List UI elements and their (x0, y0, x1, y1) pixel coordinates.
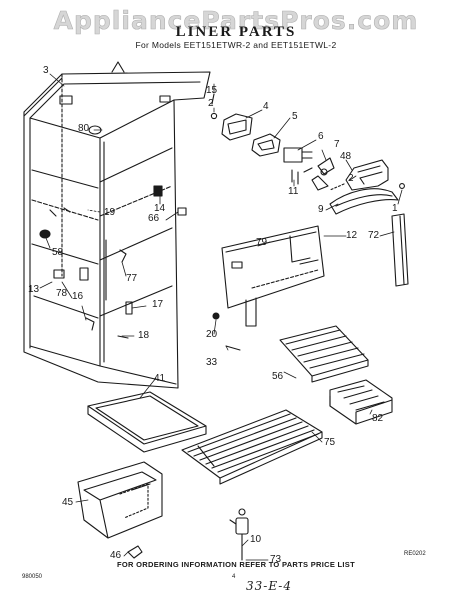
page-title: LINER PARTS (175, 24, 297, 40)
callout-2b: 2 (348, 173, 354, 184)
page-mark: 4 (232, 574, 236, 580)
callout-66: 66 (148, 213, 160, 224)
callout-41: 41 (154, 373, 166, 384)
ordering-footer: FOR ORDERING INFORMATION REFER TO PARTS … (117, 560, 355, 569)
catalog-code: 980050 (22, 574, 43, 580)
callout-45: 45 (62, 497, 74, 508)
callout-5: 5 (292, 111, 298, 122)
callout-58: 58 (52, 247, 64, 258)
callout-80: 80 (78, 123, 90, 134)
callout-17: 17 (152, 299, 164, 310)
handwritten-note: 33-E-4 (246, 579, 292, 593)
callout-3: 3 (43, 65, 49, 76)
callout-12: 12 (346, 230, 358, 241)
callout-7: 7 (334, 139, 340, 150)
trim-strip (391, 213, 409, 287)
callout-82: 82 (372, 413, 384, 424)
drawing-code: RE0202 (404, 551, 426, 557)
drain-parts (127, 545, 143, 559)
callout-73: 73 (270, 554, 282, 565)
callout-75: 75 (324, 437, 336, 448)
callout-10: 10 (250, 534, 262, 545)
light-socket-parts (210, 93, 405, 215)
callout-11a: 11 (288, 186, 299, 197)
cold-control (229, 508, 249, 561)
watermark: AppliancePartsPros.com (53, 6, 419, 36)
crisper-cover (87, 391, 207, 453)
leader-lines (39, 73, 403, 561)
callout-20: 20 (206, 329, 218, 340)
callout-77: 77 (126, 273, 138, 284)
crisper-pan (77, 461, 163, 539)
callout-16: 16 (72, 291, 84, 302)
callout-72: 72 (368, 230, 380, 241)
callout-19: 19 (104, 207, 116, 218)
callout-9: 9 (318, 204, 324, 215)
callout-13: 13 (28, 284, 40, 295)
callout-15: 15 (206, 85, 218, 96)
callout-6: 6 (318, 131, 324, 142)
lower-wire-shelf (181, 409, 323, 485)
model-subtitle: For Models EET151ETWR-2 and EET151ETWL-2 (135, 40, 337, 50)
callout-33: 33 (206, 357, 218, 368)
upper-shelf (279, 325, 369, 383)
callout-18: 18 (138, 330, 150, 341)
callout-79: 79 (256, 237, 268, 248)
ice-tray (329, 379, 393, 425)
callout-1: 1 (392, 203, 398, 214)
callout-2a: 2 (208, 98, 214, 109)
callout-4: 4 (263, 101, 269, 112)
callout-48: 48 (340, 151, 352, 162)
callout-14: 14 (154, 203, 166, 214)
callout-46: 46 (110, 550, 122, 561)
callout-78: 78 (56, 288, 68, 299)
callout-56: 56 (272, 371, 284, 382)
evaporator-cover (212, 225, 325, 351)
liner-cabinet (23, 61, 211, 389)
